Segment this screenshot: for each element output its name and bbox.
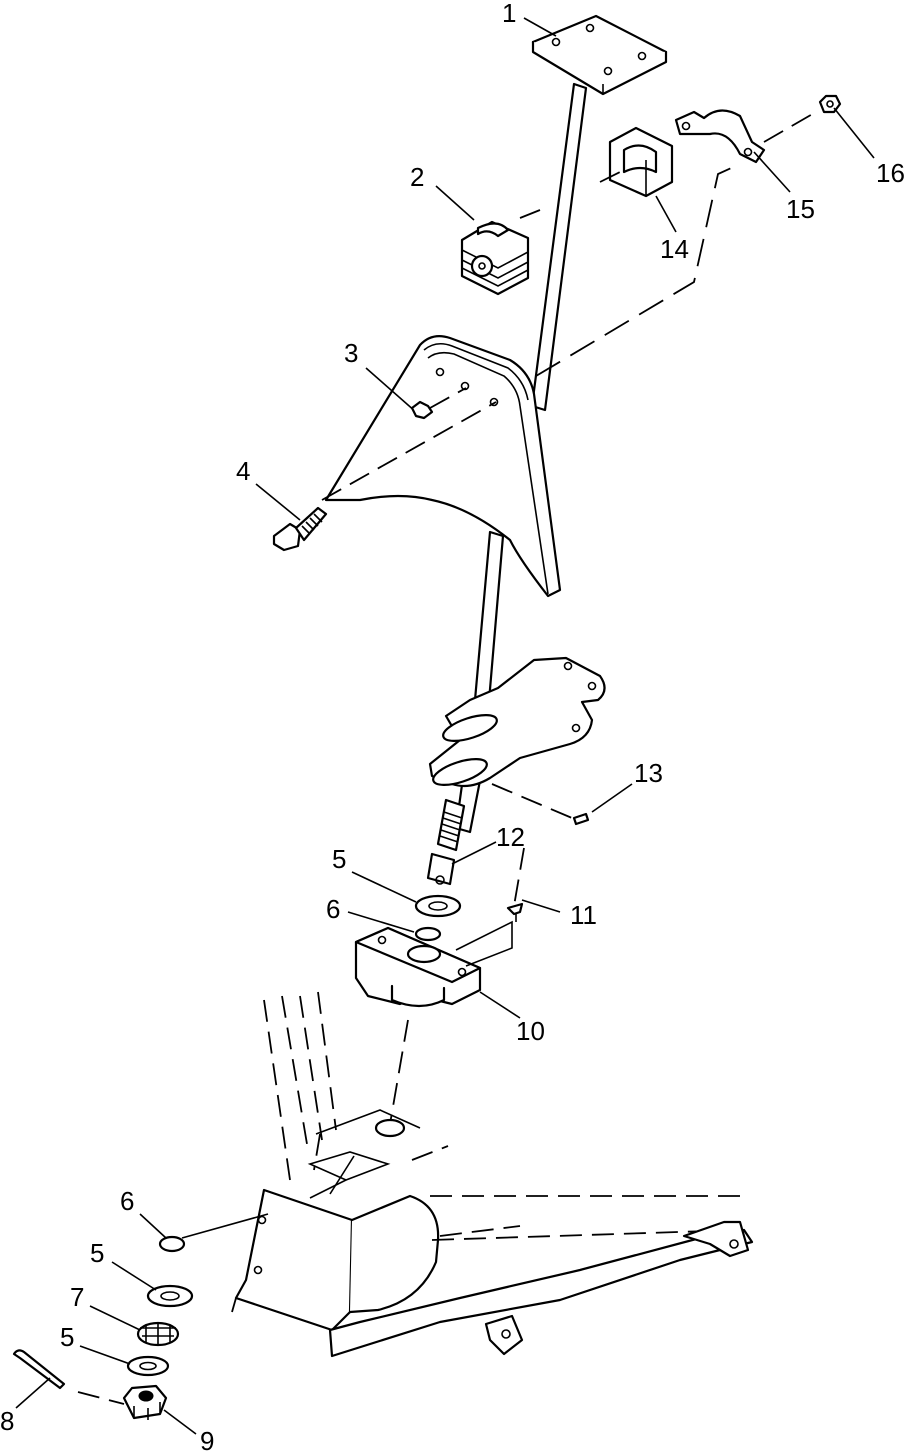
steering-shaft-upper xyxy=(530,82,588,412)
washer-upper xyxy=(414,894,462,918)
bearing-half xyxy=(608,126,674,198)
callout-8: 8 xyxy=(0,1406,14,1436)
pivot-block xyxy=(354,926,482,1008)
castle-nut-spacer xyxy=(136,1321,180,1347)
o-ring-upper xyxy=(414,926,442,942)
callout-6-lower: 6 xyxy=(120,1186,134,1216)
small-pin xyxy=(572,812,590,826)
screw xyxy=(506,902,524,922)
washer-lower xyxy=(126,1355,170,1377)
callout-7: 7 xyxy=(70,1282,84,1312)
callout-5-lower-b: 5 xyxy=(60,1322,74,1352)
shaft-spline-end xyxy=(426,798,466,886)
callout-1: 1 xyxy=(502,0,516,28)
chassis-frame xyxy=(231,991,754,1358)
callout-12: 12 xyxy=(496,822,525,852)
callout-13: 13 xyxy=(634,758,663,788)
callout-2: 2 xyxy=(410,162,424,192)
callout-3: 3 xyxy=(344,338,358,368)
callout-5-upper: 5 xyxy=(332,844,346,874)
callout-6-upper: 6 xyxy=(326,894,340,924)
callout-9: 9 xyxy=(200,1426,214,1451)
callout-10: 10 xyxy=(516,1016,545,1046)
alignment-lines xyxy=(255,17,875,1125)
callout-14: 14 xyxy=(660,234,689,264)
clamp-strap xyxy=(674,109,766,164)
o-ring-lower xyxy=(158,1213,269,1253)
bearing-block xyxy=(460,220,530,296)
nut xyxy=(818,94,842,114)
castle-nut xyxy=(122,1384,168,1420)
handlebar-plate xyxy=(531,14,668,96)
lower-leaders xyxy=(15,1213,197,1435)
bolt xyxy=(272,506,328,552)
callout-4: 4 xyxy=(236,456,250,486)
cotter-pin xyxy=(12,1349,66,1390)
washer-lower-upper xyxy=(146,1284,194,1308)
support-bracket xyxy=(324,335,562,598)
callout-5-lower-a: 5 xyxy=(90,1238,104,1268)
callout-16: 16 xyxy=(876,158,905,188)
lower-mount-bracket xyxy=(428,656,606,788)
callout-11: 11 xyxy=(570,900,597,930)
callout-15: 15 xyxy=(786,194,815,224)
